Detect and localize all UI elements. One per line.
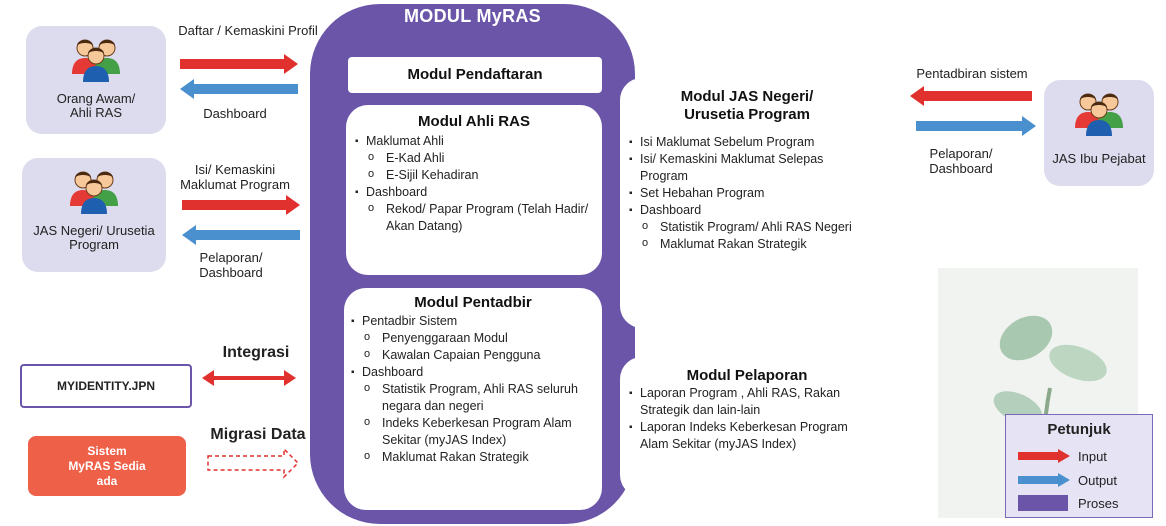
modul-jas-negeri-title: Modul JAS Negeri/ Urusetia Program [680, 88, 814, 123]
flow-label-ibu-output: Pelaporan/ Dashboard [929, 146, 993, 176]
migrasi-label: Migrasi Data [210, 426, 306, 443]
list-item: E-Kad Ahli [354, 149, 594, 167]
legend-proses: Proses [1018, 494, 1118, 512]
modul-pentadbir-title: Modul Pentadbir [414, 294, 532, 311]
modul-pelaporan-title: Modul Pelaporan [686, 367, 808, 384]
flow-label-ibu-input: Pentadbiran sistem [916, 66, 1028, 81]
list-item: Maklumat Rakan Strategik [628, 235, 866, 253]
actor-jas-negeri: JAS Negeri/ Urusetia Program [22, 158, 166, 272]
list-item: Maklumat Rakan Strategik [350, 448, 594, 466]
list-item: Indeks Keberkesan Program Alam Sekitar (… [350, 414, 594, 449]
list-item: Rekod/ Papar Program (Telah Hadir/ Akan … [354, 200, 594, 235]
legend-proses-label: Proses [1078, 495, 1119, 511]
modul-pendaftaran: Modul Pendaftaran [348, 57, 602, 93]
actor-label: Orang Awam/ Ahli RAS [56, 91, 136, 120]
actor-label: JAS Negeri/ Urusetia Program [33, 223, 155, 252]
list-item: Laporan Program , Ahli RAS, Rakan Strate… [628, 385, 866, 419]
list-item: E-Sijil Kehadiran [354, 166, 594, 184]
flow-label-awam-input: Daftar / Kemaskini Profil [178, 23, 318, 38]
modul-pelaporan: Modul Pelaporan Laporan Program , Ahli R… [620, 357, 874, 497]
list-item: Dashboard [354, 184, 594, 201]
modul-pendaftaran-title: Modul Pendaftaran [407, 66, 543, 83]
legend-input: Input [1018, 447, 1107, 465]
list-item: Kawalan Capaian Pengguna [350, 346, 594, 364]
legend-output: Output [1018, 471, 1117, 489]
legend-output-label: Output [1078, 472, 1118, 488]
input-arrow-ibu-pejabat [910, 86, 1032, 106]
sistem-lama-label: Sistem MyRAS Sedia ada [68, 443, 146, 488]
flow-label-negeri-input: Isi/ Kemaskini Maklumat Program [180, 162, 290, 192]
list-item: Laporan Indeks Keberkesan Program Alam S… [628, 419, 866, 453]
actor-label: JAS Ibu Pejabat [1052, 151, 1146, 166]
modul-jas-negeri: Modul JAS Negeri/ Urusetia Program Isi M… [620, 78, 874, 328]
input-arrow-icon [1018, 449, 1070, 463]
flow-label-awam-output: Dashboard [203, 106, 267, 121]
sistem-lama-box: Sistem MyRAS Sedia ada [28, 436, 186, 496]
modul-ahli-ras-title: Modul Ahli RAS [418, 113, 530, 130]
input-arrow-awam [180, 54, 298, 74]
legend-input-label: Input [1078, 448, 1107, 464]
legend-title: Petunjuk [1047, 421, 1111, 438]
actor-orang-awam: Orang Awam/ Ahli RAS [26, 26, 166, 134]
main-title: MODUL MyRAS [404, 6, 541, 26]
output-arrow-ibu-pejabat [916, 116, 1036, 136]
flow-label-negeri-output: Pelaporan/ Dashboard [199, 250, 263, 280]
list-item: Dashboard [350, 364, 594, 381]
list-item: Dashboard [628, 202, 866, 219]
output-arrow-negeri [182, 225, 300, 245]
actor-jas-ibu-pejabat: JAS Ibu Pejabat [1044, 80, 1154, 186]
integrasi-arrow [202, 370, 296, 386]
list-item: Set Hebahan Program [628, 185, 866, 202]
output-arrow-icon [1018, 473, 1070, 487]
list-item: Penyenggaraan Modul [350, 329, 594, 347]
list-item: Pentadbir Sistem [350, 313, 594, 330]
modul-ahli-ras: Modul Ahli RAS Maklumat Ahli E-Kad Ahli … [346, 105, 602, 275]
legend: Petunjuk Input Output Proses [1005, 414, 1153, 518]
input-arrow-negeri [182, 195, 300, 215]
modul-pentadbir: Modul Pentadbir Pentadbir Sistem Penyeng… [344, 288, 602, 510]
migrasi-arrow [207, 447, 300, 479]
list-item: Isi Maklumat Sebelum Program [628, 134, 866, 151]
list-item: Statistik Program, Ahli RAS seluruh nega… [350, 380, 594, 415]
output-arrow-awam [180, 79, 298, 99]
myidentity-box: MYIDENTITY.JPN [20, 364, 192, 408]
proses-swatch [1018, 495, 1068, 511]
myidentity-label: MYIDENTITY.JPN [56, 379, 155, 393]
list-item: Maklumat Ahli [354, 133, 594, 150]
list-item: Statistik Program/ Ahli RAS Negeri [628, 218, 866, 236]
integrasi-label: Integrasi [222, 344, 290, 361]
list-item: Isi/ Kemaskini Maklumat Selepas Program [628, 151, 866, 185]
